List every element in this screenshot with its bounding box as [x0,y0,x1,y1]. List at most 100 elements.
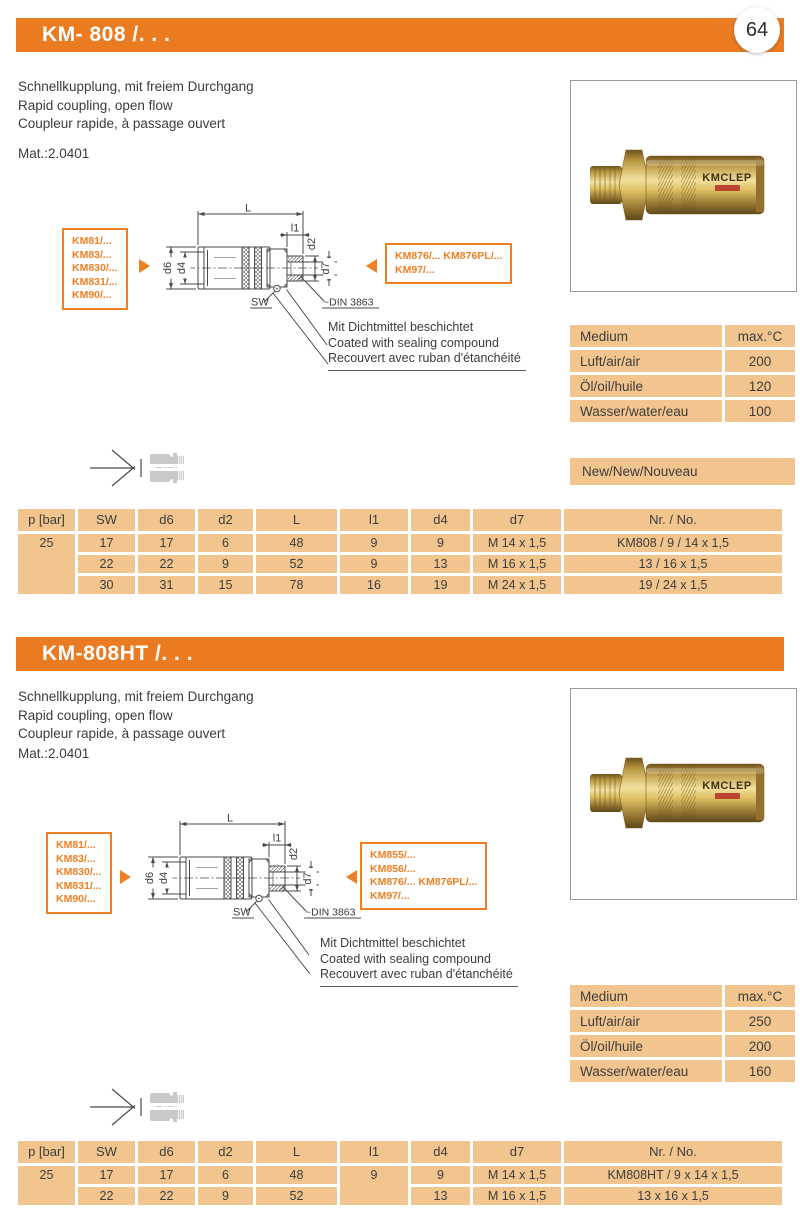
sealing-note-line: Coated with sealing compound [320,951,491,966]
product-photo: KMCLEP [570,688,797,900]
sealing-note-line: Coated with sealing compound [328,335,499,350]
arrow-right-icon [139,259,150,273]
cell-d2: 9 [198,555,253,573]
description-line: Schnellkupplung, mit freiem Durchgang [18,689,254,704]
red-brand-mark [715,793,740,799]
cell-p-bar: 25 [18,534,75,594]
cell-d2: 6 [198,1166,253,1184]
brass-coupling-image: KMCLEP [590,757,765,829]
dim-label-sw: SW [233,907,251,919]
cell-d7: M 14 x 1,5 [473,1166,561,1184]
dim-label-d2: d2 [288,848,300,860]
column-header: d2 [198,1141,253,1163]
cell-nr: KM808HT / 9 x 14 x 1,5 [564,1166,782,1184]
open-flow-symbol-icon [90,449,184,487]
dim-label-sw: SW [251,297,269,309]
km-reference: KM876/... KM876PL/... [395,250,503,262]
product-photo: KMCLEP [570,80,797,292]
cell-p-bar: 25 [18,1166,75,1205]
sealing-note-line: Mit Dichtmittel beschichtet [320,936,466,950]
description-line: Coupleur rapide, à passage ouvert [18,116,226,131]
column-header: d4 [411,1141,470,1163]
km-reference: KM876/... KM876PL/... [370,876,478,888]
cell-sw: 22 [78,555,135,573]
cell-d6: 31 [138,576,195,594]
cell-l1: 16 [340,576,408,594]
cell-nr: 13 x 16 x 1,5 [564,1187,782,1205]
sealing-note-line: Recouvert avec ruban d'étanchéité [320,967,513,981]
open-flow-symbol-icon [90,1088,184,1126]
dim-label-L: L [227,814,233,825]
male-thread [590,774,622,812]
cell-sw: 22 [78,1187,135,1205]
km-reference: KM830/... [72,262,118,274]
max-temp-column-header: max.°C [725,985,795,1007]
description-line: Rapid coupling, open flow [18,97,173,113]
column-header: d7 [473,1141,561,1163]
cell-L: 48 [256,534,337,552]
material-spec: Mat.:2.0401 [18,746,90,761]
km-reference: KM90/... [72,289,112,301]
column-header: SW [78,1141,135,1163]
cell-L: 78 [256,576,337,594]
cell-nr: 19 / 24 x 1,5 [564,576,782,594]
column-header: Nr. / No. [564,509,782,531]
section-header-bar: KM- 808 /. . . [16,18,784,52]
cell-sw: 30 [78,576,135,594]
sealing-note-line: Recouvert avec ruban d'étanchéité [328,351,521,365]
medium-column-header: Medium [570,985,722,1007]
max-temp-value: 250 [725,1010,795,1032]
km-reference: KM97/... [395,263,435,276]
brass-coupling-image: KMCLEP [590,149,765,221]
compatible-nipples-right-box: KM876/... KM876PL/...KM97/... [385,243,513,284]
max-temp-column-header: max.°C [725,325,795,347]
cell-d2: 15 [198,576,253,594]
cell-d4: 9 [411,1166,470,1184]
dim-label-d6: d6 [144,872,156,884]
cell-d4: 9 [411,534,470,552]
column-header: d4 [411,509,470,531]
description-line: Coupleur rapide, à passage ouvert [18,726,226,741]
page-number-badge: 64 [734,7,780,53]
cell-d4: 19 [411,576,470,594]
cell-d7: M 14 x 1,5 [473,534,561,552]
km-reference: KM81/... [56,839,96,851]
cell-l1: 9 [340,534,408,552]
material-spec: Mat.:2.0401 [18,146,90,161]
compatible-couplings-left-box: KM81/...KM83/...KM830/...KM831/...KM90/.… [62,228,128,310]
cell-d2: 9 [198,1187,253,1205]
cell-L: 48 [256,1166,337,1184]
description-line: Schnellkupplung, mit freiem Durchgang [18,79,254,94]
fitting-silhouette-icon [150,453,184,483]
cell-sw: 17 [78,534,135,552]
cell-L: 52 [256,555,337,573]
max-temp-value: 200 [725,1035,795,1057]
cell-d7: M 24 x 1,5 [473,576,561,594]
cell-sw: 17 [78,1166,135,1184]
cell-d6: 22 [138,555,195,573]
column-header: d6 [138,1141,195,1163]
sealing-note-line: Mit Dichtmittel beschichtet [328,320,474,334]
cell-d2: 6 [198,534,253,552]
arrow-right-icon [120,870,131,884]
medium-name: Wasser/water/eau [570,1060,722,1082]
km-reference: KM856/... [370,862,416,875]
column-header: L [256,509,337,531]
technical-drawing: L l1 d2 d7 d6 d4 SW ~DIN 3863 [144,814,361,975]
max-temp-value: 100 [725,400,795,422]
brand-text: KMCLEP [702,172,751,184]
